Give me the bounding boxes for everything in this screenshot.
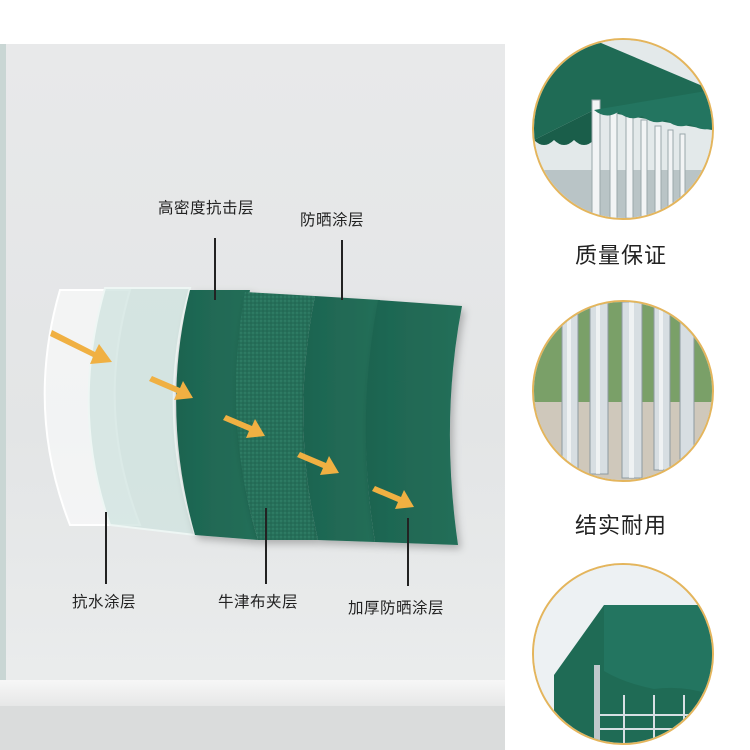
tent-canopy-photo [532,38,714,220]
leader-oxford [265,508,267,584]
label-sun-coating: 防晒涂层 [300,211,365,229]
thick-sun-layer [365,300,462,545]
caption-quality: 质量保证 [574,244,667,269]
oxford-layer [236,292,318,540]
leader-thick-sun [407,518,409,586]
label-waterproof: 抗水涂层 [72,593,137,611]
canopy-roof-photo [532,563,714,745]
penetration-arrows [50,330,414,509]
leader-sun-coating [341,240,343,300]
label-thick-sun: 加厚防晒涂层 [348,599,445,617]
shelf-ledge [0,680,505,706]
caption-durable: 结实耐用 [574,514,667,539]
steel-poles-photo [532,300,714,482]
panel-edge [0,44,6,750]
sun-coating-layer [303,296,380,542]
fabric-layers-graphic [43,287,462,545]
label-oxford: 牛津布夹层 [218,593,299,611]
label-high-density: 高密度抗击层 [158,199,255,217]
layer-diagram-panel [0,44,505,750]
leader-high-density [214,238,216,300]
leader-waterproof [105,512,107,584]
floor [0,706,505,750]
